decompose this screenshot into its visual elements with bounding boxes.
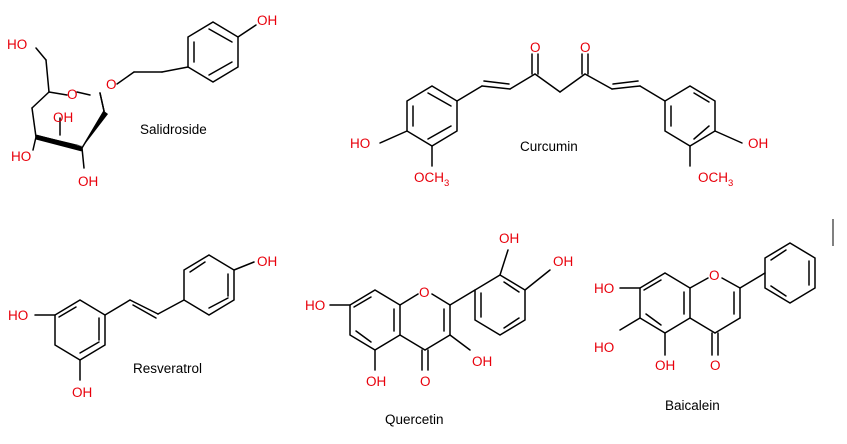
quercetin-structure: OH OH HO O OH OH O Quercetin <box>305 231 573 427</box>
baicalein-ring-o: O <box>709 268 720 283</box>
quercetin-ho-left: HO <box>305 298 325 313</box>
resveratrol-structure: OH HO OH Resveratrol <box>8 254 277 400</box>
curcumin-name: Curcumin <box>520 139 578 154</box>
quercetin-oh-catechol-right: OH <box>553 254 573 269</box>
quercetin-oh-catechol-top: OH <box>499 231 519 246</box>
quercetin-oh-c5: OH <box>366 374 386 389</box>
quercetin-name: Quercetin <box>385 412 444 427</box>
salidroside-oh-inner: OH <box>53 110 73 125</box>
baicalein-ho-c6: HO <box>594 340 614 355</box>
curcumin-o-left: O <box>530 40 541 55</box>
curcumin-oh-right: OH <box>748 136 768 151</box>
salidroside-ho-ch2: HO <box>7 37 27 52</box>
quercetin-c4-o: O <box>420 374 431 389</box>
salidroside-structure: OH HO O O OH HO OH Salidroside <box>7 13 277 189</box>
baicalein-ho-c7: HO <box>594 281 614 296</box>
curcumin-structure: O O HO OH OCH3 OCH3 Curcumin <box>350 40 768 189</box>
resveratrol-name: Resveratrol <box>133 361 202 376</box>
salidroside-ho-left: HO <box>11 149 31 164</box>
salidroside-name: Salidroside <box>140 122 207 137</box>
resveratrol-oh-top: OH <box>257 254 277 269</box>
curcumin-ho-left: HO <box>350 136 370 151</box>
quercetin-ring-o: O <box>419 285 430 300</box>
quercetin-oh-c3: OH <box>472 354 492 369</box>
salidroside-glyc-o: O <box>106 77 117 92</box>
curcumin-ome-left: OCH3 <box>414 170 449 189</box>
baicalein-structure: HO HO O OH O Baicalein <box>594 242 816 413</box>
salidroside-ring-o: O <box>67 87 78 102</box>
salidroside-oh-bottom: OH <box>78 174 98 189</box>
resveratrol-oh-bottom: OH <box>72 385 92 400</box>
salidroside-oh-top: OH <box>257 13 277 28</box>
curcumin-ome-right: OCH3 <box>698 170 733 189</box>
baicalein-c4-o: O <box>710 358 721 373</box>
curcumin-o-right: O <box>580 40 591 55</box>
baicalein-name: Baicalein <box>665 398 720 413</box>
baicalein-oh-c5: OH <box>655 358 675 373</box>
resveratrol-ho-left: HO <box>8 308 28 323</box>
